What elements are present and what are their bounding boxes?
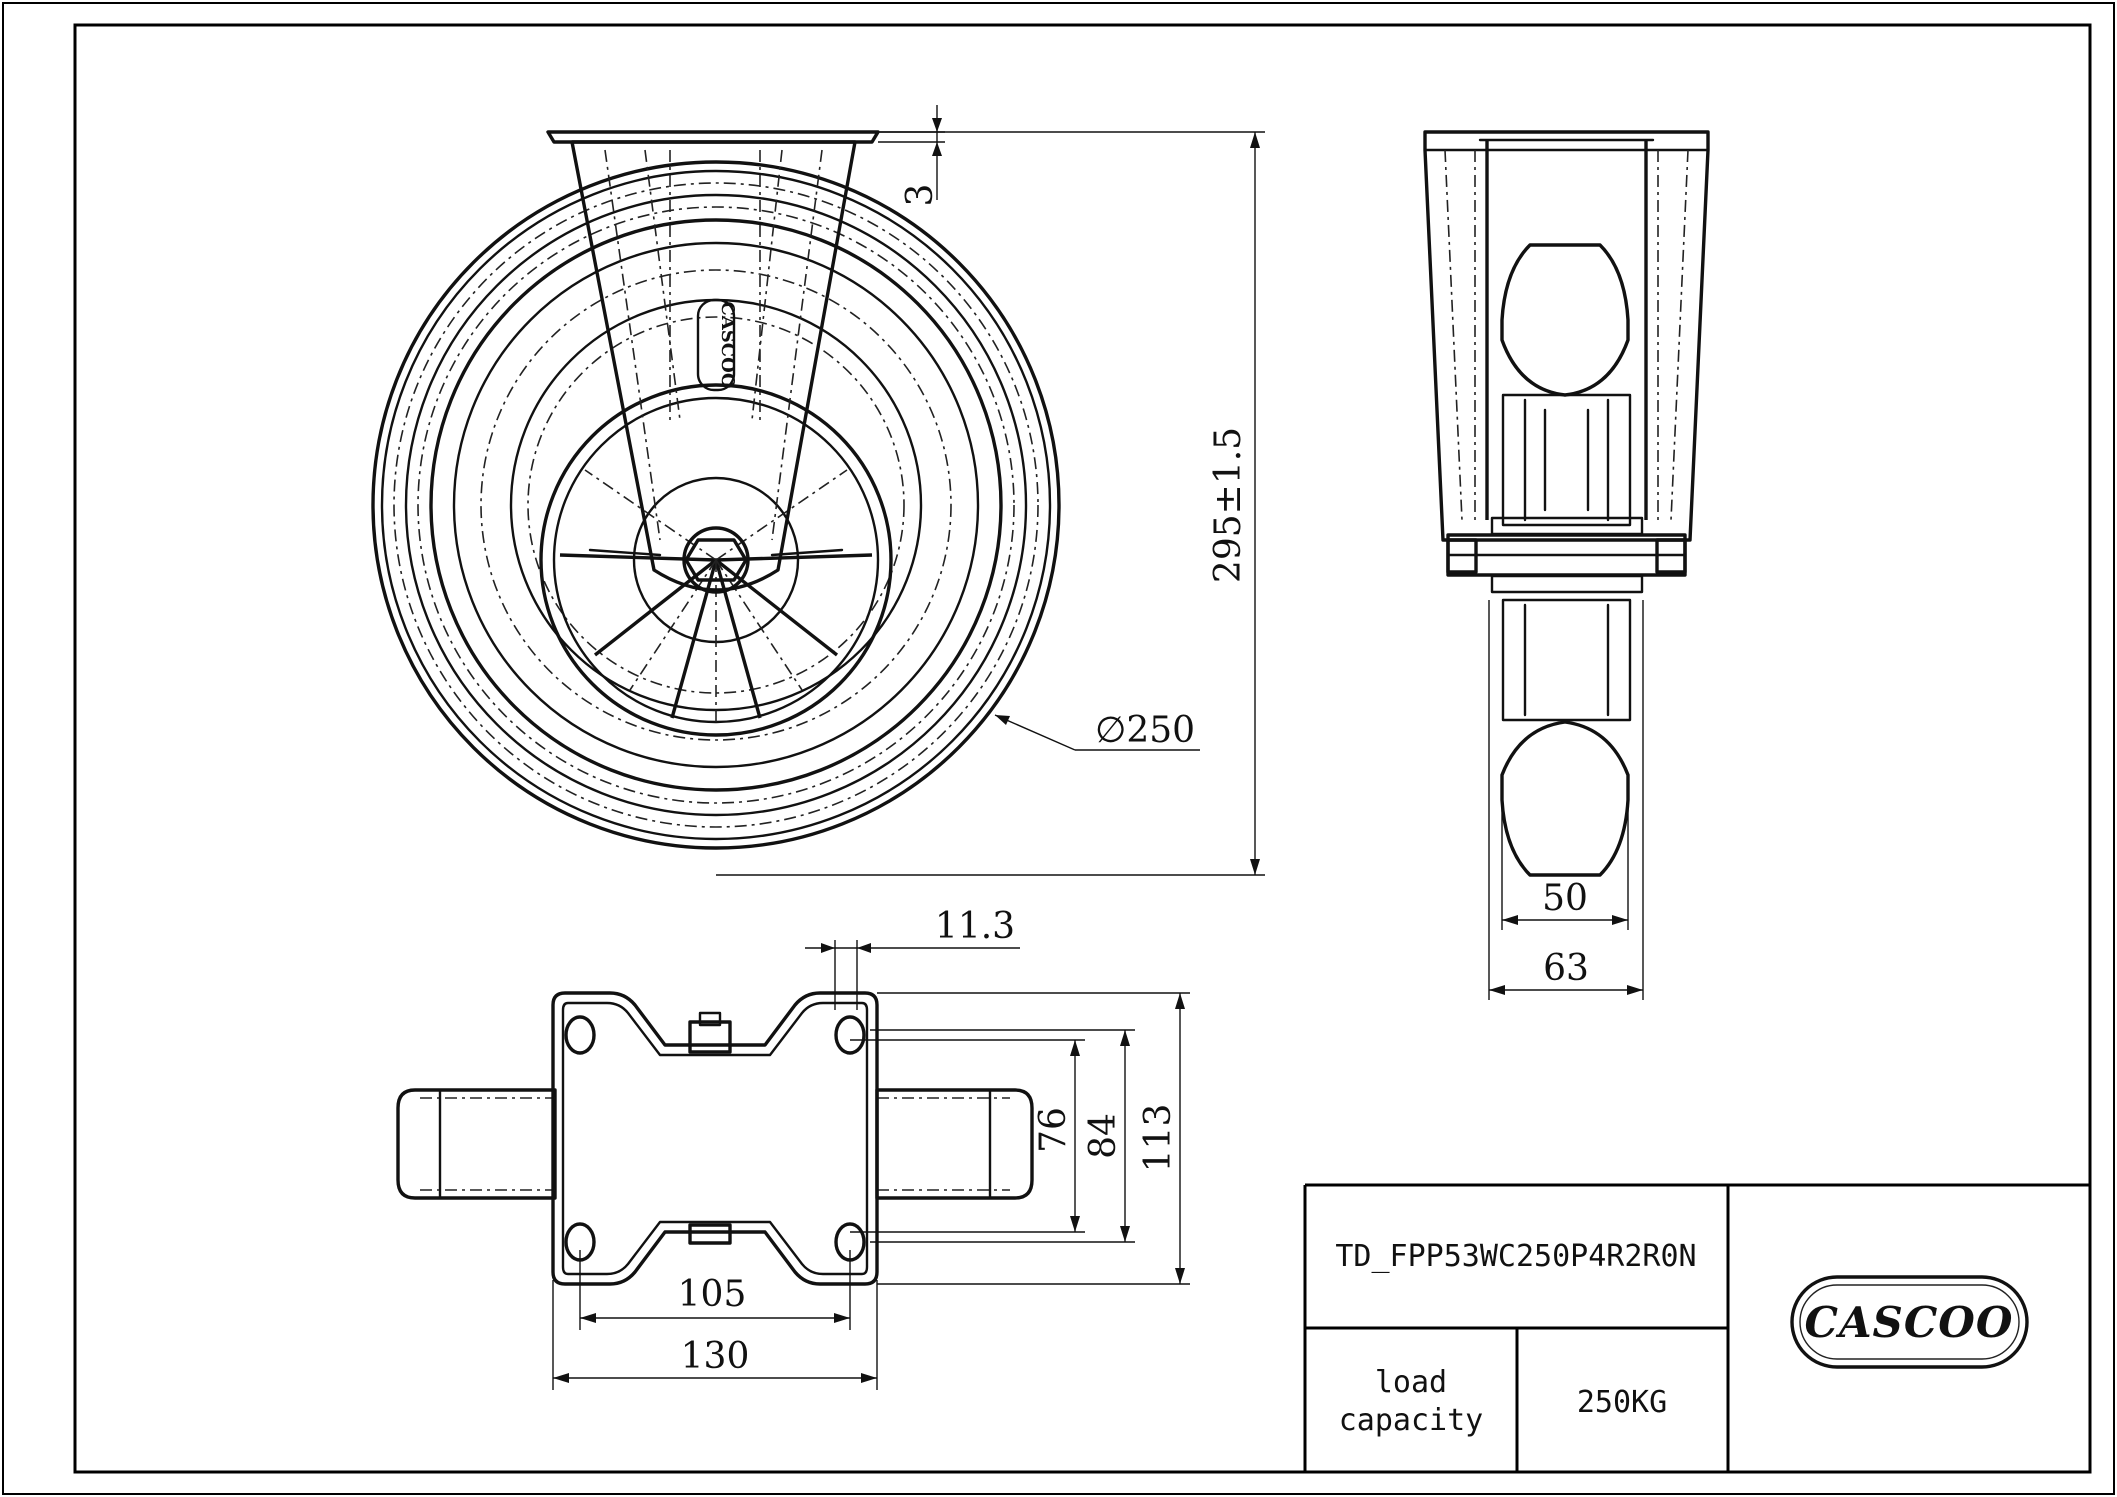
dim-plate-thickness-label: 3 (900, 184, 941, 207)
dim-hole-spacing-x: 105 (579, 1250, 851, 1330)
dim-overall-width-label: 63 (1543, 948, 1589, 989)
dim-overall-height-label: 295±1.5 (1208, 427, 1249, 583)
dim-slot-offset: 11.3 (805, 906, 1020, 1010)
load-value: 250KG (1577, 1385, 1667, 1420)
top-view: 11.3 76 84 113 (396, 906, 1190, 1390)
tyre-inner (429, 218, 1003, 792)
part-code: TD_FPP53WC250P4R2R0N (1335, 1239, 1696, 1274)
dim-plate-depth-label: 113 (1138, 1104, 1179, 1173)
dim-overall-height: 295±1.5 (716, 131, 1265, 876)
dim-wheel-diameter-label: ∅250 (1095, 710, 1195, 751)
dim-slot-offset-label: 11.3 (935, 906, 1015, 947)
title-block: TD_FPP53WC250P4R2R0N load capacity 250KG… (1303, 1183, 2090, 1472)
dim-hole-spacing-x-label: 105 (678, 1274, 747, 1315)
dim-tread-width-label: 50 (1542, 878, 1588, 919)
fork-bracket: CASCOO (546, 130, 880, 594)
load-label-line1: load (1375, 1365, 1447, 1400)
embossed-logo-plate (696, 298, 736, 392)
dim-plate-width: 130 (552, 1280, 878, 1390)
dim-plate-width-label: 130 (681, 1336, 750, 1377)
dim-hole-spacing-y: 76 (850, 1039, 1085, 1233)
dim-plate-depth: 113 (877, 992, 1190, 1285)
side-view: 50 63 (1423, 130, 1710, 1000)
dim-tread-width: 50 (1501, 800, 1629, 930)
wheel-rim (539, 383, 893, 737)
dim-overall-width: 63 (1488, 600, 1644, 1000)
mounting-plate (551, 991, 879, 1286)
company-logo: CASCOO (1790, 1275, 2029, 1369)
dim-slot-spacing-y: 84 (870, 1029, 1135, 1243)
load-label-line2: capacity (1339, 1403, 1484, 1438)
dim-wheel-diameter: ∅250 (994, 710, 1200, 751)
logo-text: CASCOO (1805, 1298, 2014, 1347)
dim-plate-thickness: 3 (878, 105, 945, 206)
drawing-frame (73, 23, 2092, 1474)
front-view: CASCOO 3 295±1.5 ∅250 (371, 105, 1265, 876)
dim-hole-spacing-y-label: 76 (1033, 1107, 1074, 1153)
tyre-outer (371, 160, 1061, 850)
dim-slot-spacing-y-label: 84 (1083, 1113, 1124, 1159)
embossed-logo-text: CASCOO (717, 302, 738, 389)
